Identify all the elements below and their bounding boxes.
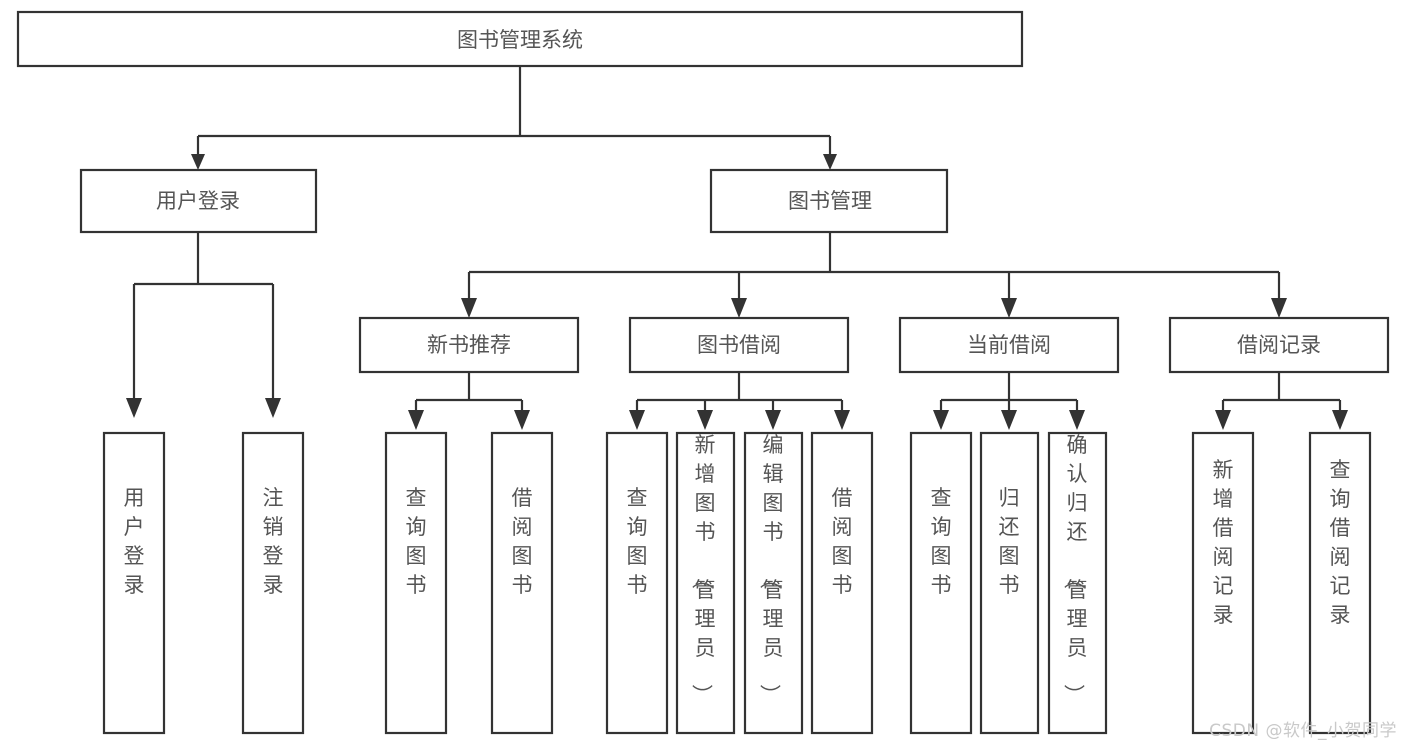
arrow-head-currentborrow-leaf-3 bbox=[1069, 410, 1085, 430]
node-user-login-label: 用户登录 bbox=[156, 189, 240, 213]
node-user-login-box[interactable] bbox=[79, 168, 318, 234]
leaf-borrow-book-recommend-box[interactable] bbox=[490, 431, 554, 735]
node-root-label: 图书管理系统 bbox=[457, 28, 583, 52]
arrow-head-leaf-logout bbox=[265, 398, 281, 418]
arrow-head-bookborrow-leaf-1 bbox=[629, 410, 645, 430]
node-new-book-recommend-label: 新书推荐 bbox=[427, 333, 511, 357]
node-book-management-box[interactable] bbox=[709, 168, 949, 234]
leaf-query-book-current-box[interactable] bbox=[909, 431, 973, 735]
leaf-query-book-recommend-label: 查询图书 bbox=[406, 486, 427, 597]
leaf-borrow-book-label: 借阅图书 bbox=[832, 486, 853, 597]
node-user-login[interactable]: 用户登录 bbox=[79, 168, 318, 234]
arrow-head-currentborrow-leaf-2 bbox=[1001, 410, 1017, 430]
node-current-borrow-label: 当前借阅 bbox=[967, 333, 1051, 357]
arrow-head-book-mgmt bbox=[823, 154, 837, 170]
leaf-node-query-book-current[interactable]: 查询图书 bbox=[909, 431, 973, 735]
node-book-management[interactable]: 图书管理 bbox=[709, 168, 949, 234]
leaf-borrow-book-box[interactable] bbox=[810, 431, 874, 735]
arrow-head-new-book-recommend bbox=[461, 298, 477, 318]
leaf-user-login-box[interactable] bbox=[102, 431, 166, 735]
leaf-query-book-borrow-box[interactable] bbox=[605, 431, 669, 735]
leaf-logout-box[interactable] bbox=[241, 431, 305, 735]
arrow-head-user-login bbox=[191, 154, 205, 170]
leaf-query-borrow-record-box[interactable] bbox=[1308, 431, 1372, 735]
arrow-head-borrowrecord-leaf-1 bbox=[1215, 410, 1231, 430]
leaf-query-book-borrow-label: 查询图书 bbox=[627, 486, 648, 597]
leaf-node-query-borrow-record[interactable]: 查询借阅记录 bbox=[1308, 431, 1372, 735]
node-book-management-label: 图书管理 bbox=[788, 189, 872, 213]
node-book-borrow-label: 图书借阅 bbox=[697, 333, 781, 357]
node-root-system[interactable]: 图书管理系统 bbox=[16, 10, 1024, 68]
leaf-node-confirm-return-admin[interactable]: 确认归还（管理员） bbox=[1047, 431, 1108, 735]
leaf-confirm-return-admin-label: 确认归还（管理员） bbox=[1062, 433, 1088, 705]
leaf-add-book-admin-label: 新增图书（管理员） bbox=[690, 433, 716, 705]
leaf-logout-label: 注销登录 bbox=[263, 486, 284, 597]
leaf-edit-book-admin-box[interactable] bbox=[743, 431, 804, 735]
leaf-borrow-book-recommend-label: 借阅图书 bbox=[512, 486, 533, 597]
leaf-node-query-book-recommend[interactable]: 查询图书 bbox=[384, 431, 448, 735]
arrow-head-book-borrow bbox=[731, 298, 747, 318]
node-new-book-recommend[interactable]: 新书推荐 bbox=[358, 316, 580, 374]
connector-layer bbox=[126, 66, 1348, 430]
leaf-node-logout[interactable]: 注销登录 bbox=[241, 431, 305, 735]
node-book-borrow-box[interactable] bbox=[628, 316, 850, 374]
arrow-head-bookborrow-leaf-2 bbox=[697, 410, 713, 430]
leaf-add-book-admin-box[interactable] bbox=[675, 431, 736, 735]
node-current-borrow-box[interactable] bbox=[898, 316, 1120, 374]
leaf-return-book-label: 归还图书 bbox=[999, 486, 1020, 597]
node-borrow-record-label: 借阅记录 bbox=[1237, 333, 1321, 357]
leaf-node-borrow-book-recommend[interactable]: 借阅图书 bbox=[490, 431, 554, 735]
leaf-node-return-book[interactable]: 归还图书 bbox=[979, 431, 1040, 735]
arrow-head-borrow-record bbox=[1271, 298, 1287, 318]
arrow-head-current-borrow bbox=[1001, 298, 1017, 318]
leaf-node-borrow-book[interactable]: 借阅图书 bbox=[810, 431, 874, 735]
leaf-node-user-login[interactable]: 用户登录 bbox=[102, 431, 166, 735]
leaf-node-add-borrow-record[interactable]: 新增借阅记录 bbox=[1191, 431, 1255, 735]
leaf-query-borrow-record-label: 查询借阅记录 bbox=[1330, 458, 1351, 627]
node-current-borrow[interactable]: 当前借阅 bbox=[898, 316, 1120, 374]
leaf-query-book-recommend-box[interactable] bbox=[384, 431, 448, 735]
node-book-borrow[interactable]: 图书借阅 bbox=[628, 316, 850, 374]
leaf-add-borrow-record-box[interactable] bbox=[1191, 431, 1255, 735]
leaf-confirm-return-admin-box[interactable] bbox=[1047, 431, 1108, 735]
arrow-head-bookborrow-leaf-4 bbox=[834, 410, 850, 430]
leaf-node-query-book-borrow[interactable]: 查询图书 bbox=[605, 431, 669, 735]
arrow-head-bookborrow-leaf-3 bbox=[765, 410, 781, 430]
node-borrow-record-box[interactable] bbox=[1168, 316, 1390, 374]
node-borrow-record[interactable]: 借阅记录 bbox=[1168, 316, 1390, 374]
leaf-return-book-box[interactable] bbox=[979, 431, 1040, 735]
leaf-node-edit-book-admin[interactable]: 编辑图书（管理员） bbox=[743, 431, 804, 735]
arrow-head-currentborrow-leaf-1 bbox=[933, 410, 949, 430]
csdn-watermark: CSDN @软件_小贺同学 bbox=[1209, 721, 1397, 741]
leaf-query-book-current-label: 查询图书 bbox=[931, 486, 952, 597]
leaf-user-login-label: 用户登录 bbox=[124, 486, 145, 597]
arrow-head-newbook-leaf-2 bbox=[514, 410, 530, 430]
arrow-head-newbook-leaf-1 bbox=[408, 410, 424, 430]
node-root-box[interactable] bbox=[16, 10, 1024, 68]
arrow-head-leaf-user-login bbox=[126, 398, 142, 418]
node-new-book-recommend-box[interactable] bbox=[358, 316, 580, 374]
leaf-edit-book-admin-label: 编辑图书（管理员） bbox=[758, 433, 784, 705]
leaf-node-add-book-admin[interactable]: 新增图书（管理员） bbox=[675, 431, 736, 735]
arrow-head-borrowrecord-leaf-2 bbox=[1332, 410, 1348, 430]
leaf-add-borrow-record-label: 新增借阅记录 bbox=[1213, 458, 1234, 627]
